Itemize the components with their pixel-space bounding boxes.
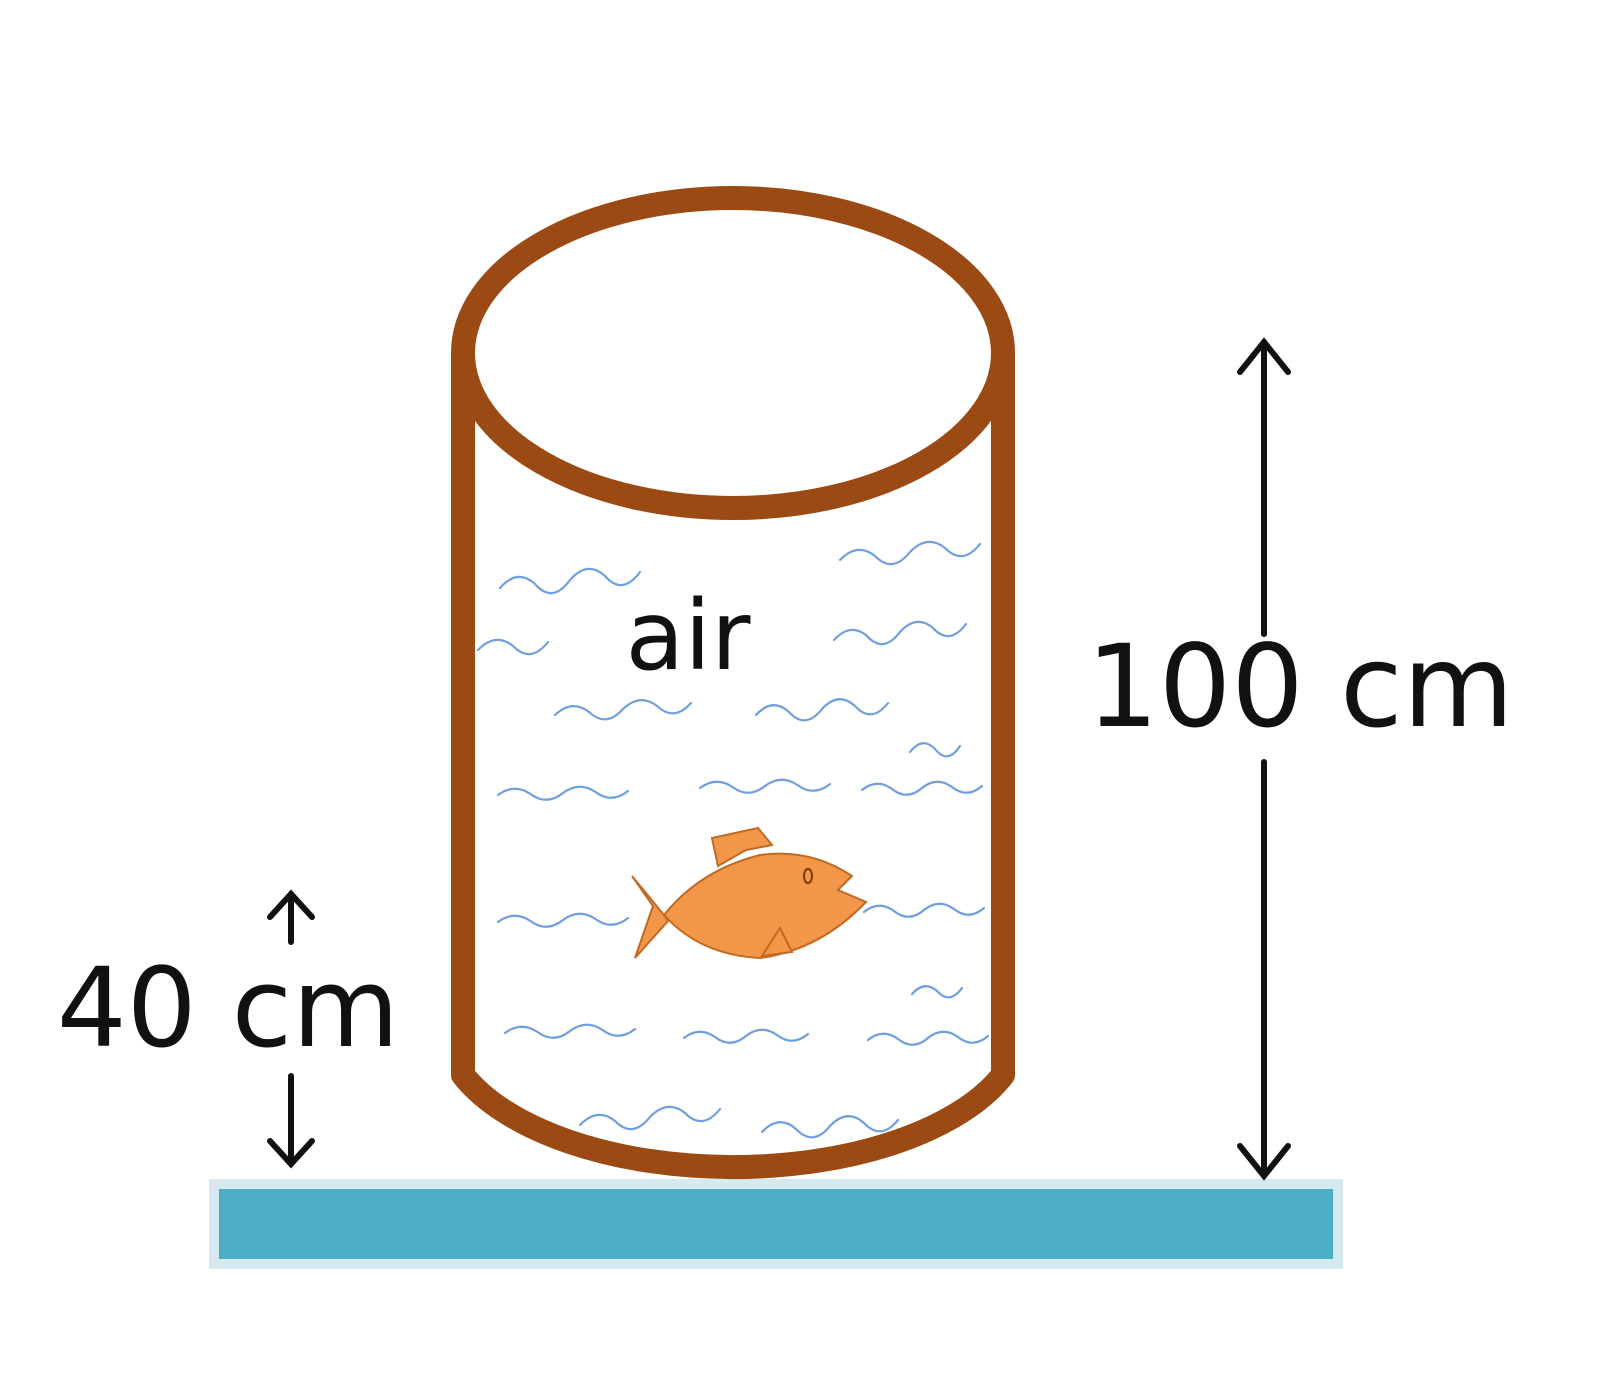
height-100cm-label: 100 cm bbox=[1086, 620, 1514, 753]
water-wave bbox=[496, 785, 630, 801]
fish-icon bbox=[631, 826, 868, 960]
water-wave bbox=[553, 699, 693, 721]
water-wave bbox=[682, 1028, 810, 1044]
height-40cm-label: 40 cm bbox=[57, 944, 400, 1072]
height-100cm-arrow bbox=[1237, 337, 1291, 1181]
cylinder-top-rim bbox=[451, 186, 1015, 520]
water-wave bbox=[496, 912, 630, 928]
stand bbox=[209, 1179, 1343, 1269]
water-wave bbox=[832, 620, 968, 646]
air-label: air bbox=[626, 580, 752, 692]
water-wave bbox=[862, 902, 986, 918]
water-wave bbox=[908, 742, 962, 758]
water-wave bbox=[578, 1105, 722, 1131]
height-40cm-arrow bbox=[267, 889, 315, 1169]
water-wave bbox=[866, 1030, 990, 1046]
water-wave bbox=[760, 1115, 900, 1139]
water-wave bbox=[838, 540, 982, 566]
water-waves-icon bbox=[476, 540, 990, 1139]
water-wave bbox=[476, 638, 550, 656]
water-wave bbox=[910, 985, 964, 999]
water-wave bbox=[698, 778, 832, 794]
water-wave bbox=[498, 567, 642, 595]
water-wave bbox=[860, 780, 984, 796]
cylinder-body bbox=[451, 353, 1015, 1180]
cylinder bbox=[451, 186, 1015, 1180]
water-wave bbox=[503, 1023, 637, 1039]
water-wave bbox=[754, 698, 890, 722]
